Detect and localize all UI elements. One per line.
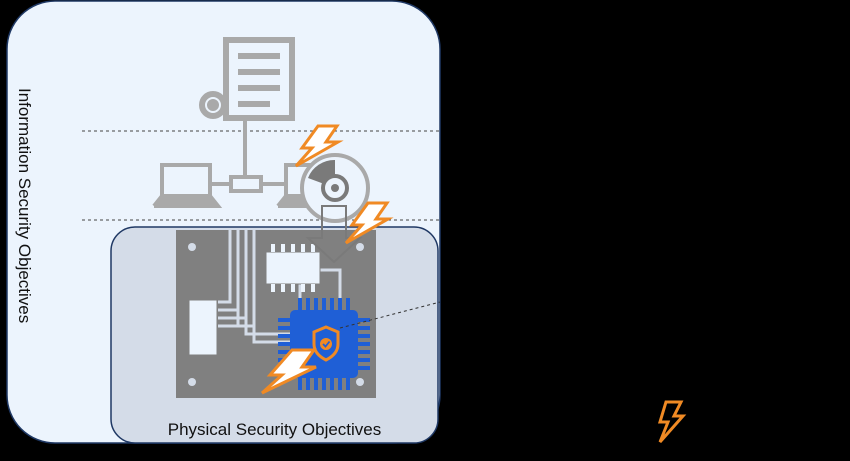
physical-security-objectives-label: Physical Security Objectives bbox=[167, 420, 382, 439]
document-icon bbox=[199, 37, 295, 121]
dashed-pointer-line bbox=[339, 301, 441, 329]
lightning-bolt-icon bbox=[344, 201, 394, 245]
lightning-bolt-icon bbox=[294, 124, 344, 168]
down-arrow-icon bbox=[305, 205, 363, 264]
disc-icon bbox=[300, 153, 370, 223]
shield-check-icon bbox=[312, 325, 340, 362]
laptop-icon bbox=[152, 163, 223, 208]
network-hub-icon bbox=[229, 175, 263, 193]
lightning-bolt-icon bbox=[260, 348, 317, 395]
lightning-bolt-icon bbox=[657, 400, 687, 443]
information-security-objectives-label: Information Security Objectives bbox=[15, 88, 34, 324]
